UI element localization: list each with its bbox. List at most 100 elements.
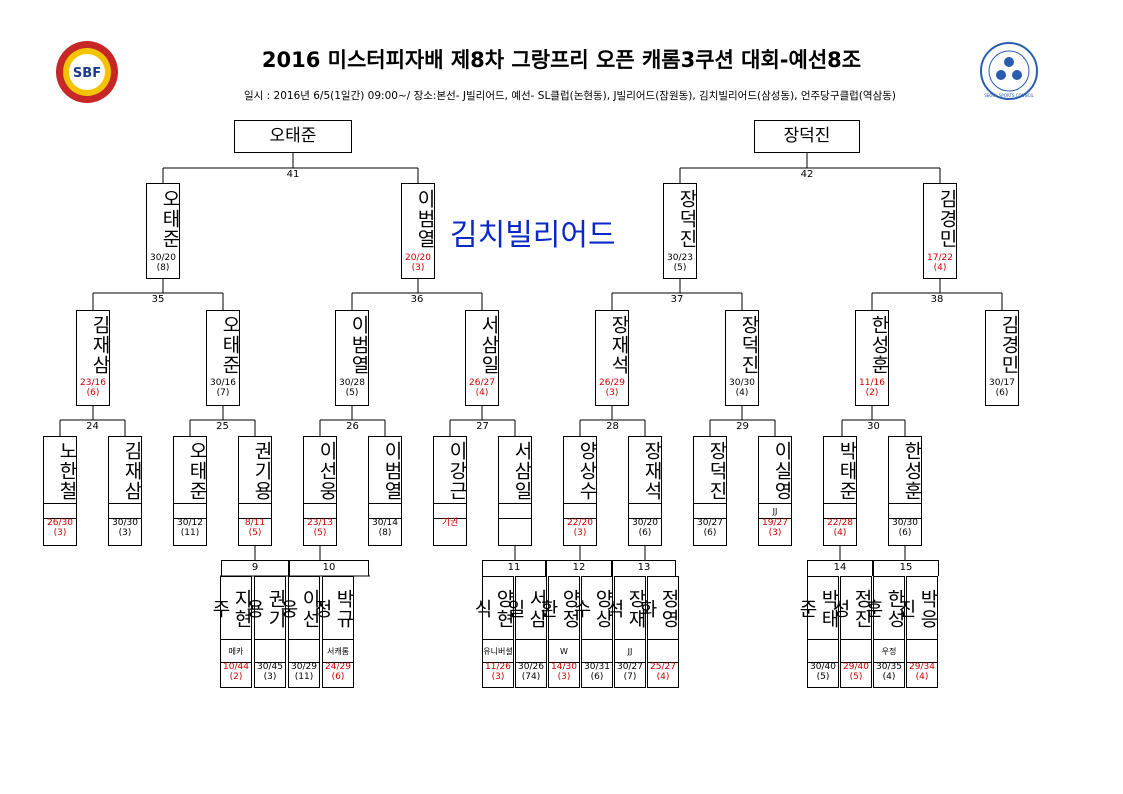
- player-club: [516, 639, 546, 663]
- player-name: 김재삼: [121, 441, 143, 501]
- player-rank: (74): [521, 672, 541, 682]
- player-rank: (3): [491, 672, 505, 682]
- logo-right-text: SEOUL SPORTS COUNCIL: [984, 93, 1034, 98]
- player-club: [808, 639, 838, 663]
- player-name: 서삼일: [511, 441, 533, 501]
- sbf-logo: SBF: [56, 41, 118, 103]
- player-name: 양현식: [471, 589, 515, 629]
- player-score: 30/16(7): [207, 378, 239, 406]
- player-name: 한성훈: [901, 441, 923, 501]
- player-score: 30/27(7): [615, 662, 645, 688]
- player-score: 30/23(5): [664, 253, 696, 279]
- player-score-value: 30/30: [892, 518, 918, 528]
- player-score-value: 30/12: [177, 518, 203, 528]
- match-number-box: 14: [807, 560, 873, 576]
- player-score-value: 30/23: [667, 253, 693, 263]
- player-score-value: 14/30: [551, 662, 577, 672]
- player-name: 정진성: [829, 589, 873, 629]
- player-score-value: 30/30: [112, 518, 138, 528]
- match-number: 26: [346, 421, 359, 432]
- player-rank: (3): [573, 528, 587, 538]
- player-score-value: 23/13: [307, 518, 333, 528]
- player-score: [499, 518, 531, 546]
- player-rank: (4): [656, 672, 670, 682]
- player-score-value: 30/28: [339, 378, 365, 388]
- player-name: 박응진: [895, 589, 939, 629]
- player-score-value: 30/27: [617, 662, 643, 672]
- player-rank: (7): [623, 672, 637, 682]
- player-rank: (3): [263, 672, 277, 682]
- player-rank: (4): [933, 263, 947, 273]
- match-number: 38: [930, 294, 944, 305]
- player-box: 정진성 29/40(5): [829, 576, 873, 688]
- player-club: [304, 503, 336, 519]
- player-club: [289, 639, 319, 663]
- player-score: 11/26(3): [483, 662, 513, 688]
- player-score: 30/20(6): [629, 518, 661, 546]
- match-number: 41: [286, 169, 300, 180]
- player-score: 30/30(3): [109, 518, 141, 546]
- player-club: [582, 639, 612, 663]
- player-score-value: 30/29: [291, 662, 317, 672]
- player-rank: (6): [898, 528, 912, 538]
- player-score: 26/29(3): [596, 378, 628, 406]
- player-score-value: 22/28: [827, 518, 853, 528]
- player-score: 29/34(4): [907, 662, 937, 688]
- player-club: 우정: [874, 639, 904, 663]
- player-score-value: 11/16: [859, 378, 885, 388]
- player-score: 29/40(5): [841, 662, 871, 688]
- player-club: [434, 503, 466, 519]
- player-score-value: 30/45: [257, 662, 283, 672]
- player-name: 서삼일: [478, 315, 500, 375]
- player-rank: (4): [915, 672, 929, 682]
- finalist-box: 장덕진: [754, 120, 860, 153]
- player-rank: (6): [331, 672, 345, 682]
- player-name: 장덕진: [676, 189, 698, 249]
- player-score: 기권: [434, 518, 466, 546]
- match-number-box: 13: [612, 560, 676, 576]
- player-score: 30/40(5): [808, 662, 838, 688]
- finalist-box: 오태준: [234, 120, 352, 153]
- player-rank: (2): [865, 388, 879, 398]
- player-club: JJ: [615, 639, 645, 663]
- player-name: 이선웅: [316, 441, 338, 501]
- player-score-value: 30/27: [697, 518, 723, 528]
- player-rank: (5): [345, 388, 359, 398]
- player-rank: (6): [590, 672, 604, 682]
- player-score-value: 30/31: [584, 662, 610, 672]
- player-rank: (5): [849, 672, 863, 682]
- player-box: 장덕진 30/23(5): [663, 183, 698, 279]
- match-number: 28: [606, 421, 619, 432]
- player-rank: (8): [378, 528, 392, 538]
- player-score: 30/12(11): [174, 518, 206, 546]
- player-score: 30/29(11): [289, 662, 319, 688]
- player-score-value: 30/16: [210, 378, 236, 388]
- player-score: 30/30(6): [889, 518, 921, 546]
- player-score: 14/30(3): [549, 662, 579, 688]
- player-score-value: 19/27: [762, 518, 788, 528]
- player-rank: (4): [735, 388, 749, 398]
- player-rank: (3): [605, 388, 619, 398]
- player-rank: (6): [86, 388, 100, 398]
- player-rank: (8): [156, 263, 170, 273]
- player-name: 김경민: [936, 189, 958, 249]
- player-rank: (11): [180, 528, 200, 538]
- player-score: 30/26(74): [516, 662, 546, 688]
- player-score: 26/30(3): [44, 518, 76, 546]
- player-score: 19/27(3): [759, 518, 791, 546]
